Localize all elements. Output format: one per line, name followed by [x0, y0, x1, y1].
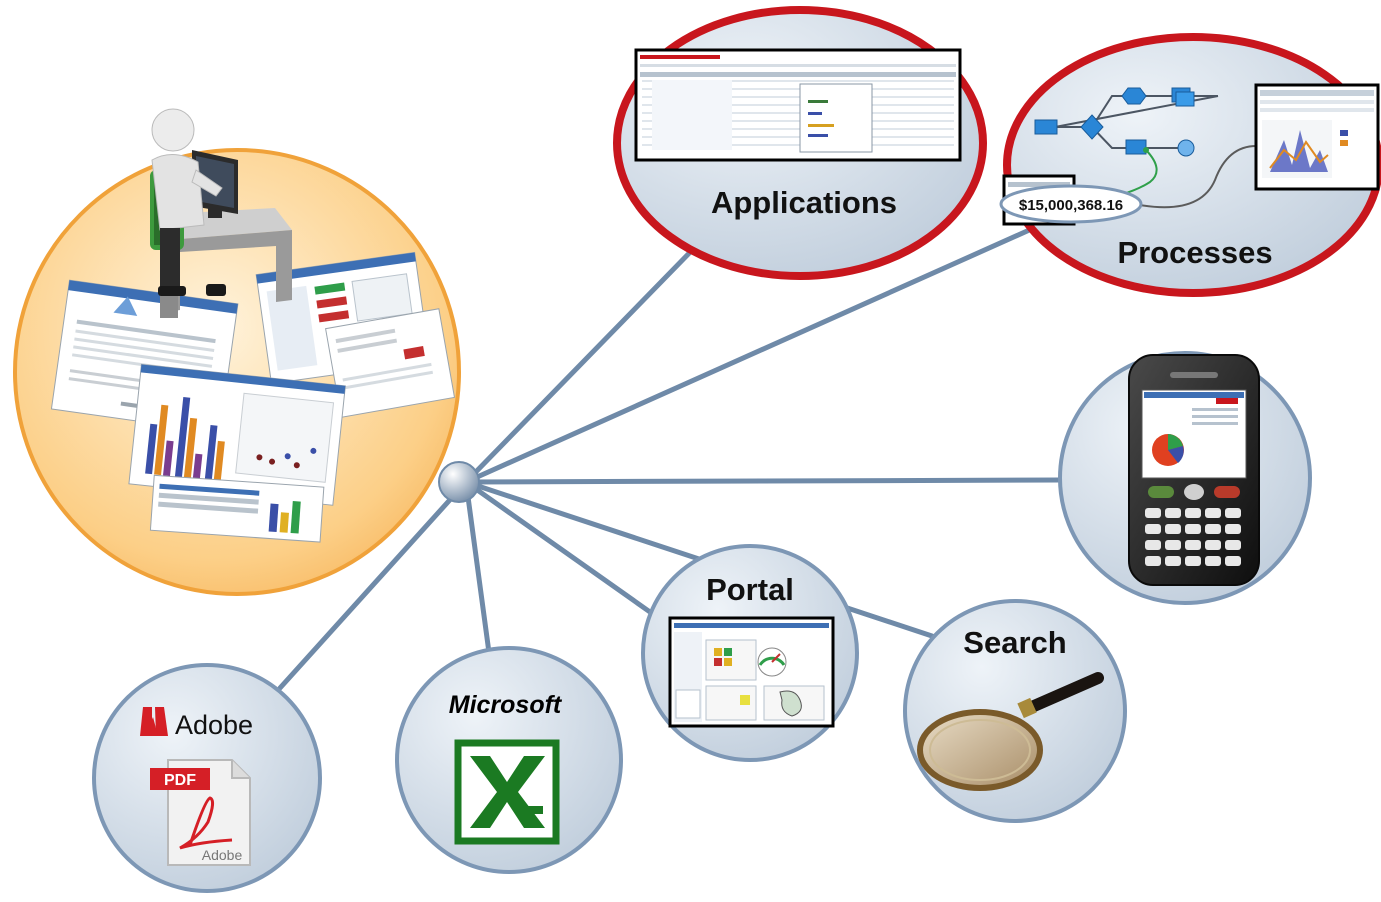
process-value-text: $15,000,368.16 [1019, 197, 1123, 214]
adobe-brand-label: Adobe [175, 710, 253, 740]
applications-label: Applications [711, 185, 897, 220]
spreadsheet-screenshot-icon [634, 48, 962, 162]
excel-logo-icon [454, 739, 560, 845]
portal-label: Portal [706, 572, 794, 607]
processes-node[interactable]: $15,000,368.16 Processes [999, 33, 1381, 297]
portal-dashboard-screenshot-icon [668, 616, 835, 728]
mobile-node[interactable] [1058, 351, 1312, 605]
connector-to-adobe [277, 479, 469, 691]
search-label: Search [963, 625, 1066, 660]
connector-to-mobile [463, 477, 1065, 485]
report-sheet-table [149, 474, 325, 543]
report-sheet-bar-chart [128, 363, 346, 506]
processes-label: Processes [1117, 235, 1272, 270]
connector-to-microsoft [463, 479, 493, 663]
connector-to-applications [463, 237, 705, 485]
adobe-logo-icon [140, 707, 168, 736]
user-at-desk-icon [50, 108, 456, 543]
central-hub [438, 461, 480, 503]
process-report-thumbnail [1254, 83, 1380, 191]
magnifying-glass-icon [917, 672, 1104, 791]
adobe-node[interactable]: Adobe PDF Adobe [92, 663, 322, 893]
connector-to-portal [463, 479, 653, 615]
portal-node[interactable]: Portal [641, 544, 859, 762]
report-sheet-metrics [325, 308, 456, 418]
microsoft-brand-label: Microsoft [449, 691, 563, 719]
search-node[interactable]: Search [903, 599, 1127, 823]
adobe-doc-brand-text: Adobe [202, 847, 243, 863]
microsoft-node[interactable]: Microsoft [395, 646, 623, 874]
blackberry-phone-icon [1128, 354, 1260, 586]
pdf-badge-text: PDF [164, 772, 196, 789]
adobe-pdf-document-icon: PDF Adobe [150, 759, 251, 866]
connector-to-processes [463, 220, 1048, 485]
user-node [13, 108, 461, 596]
applications-node[interactable]: Applications [613, 6, 987, 280]
process-value-callout: $15,000,368.16 [999, 174, 1143, 226]
